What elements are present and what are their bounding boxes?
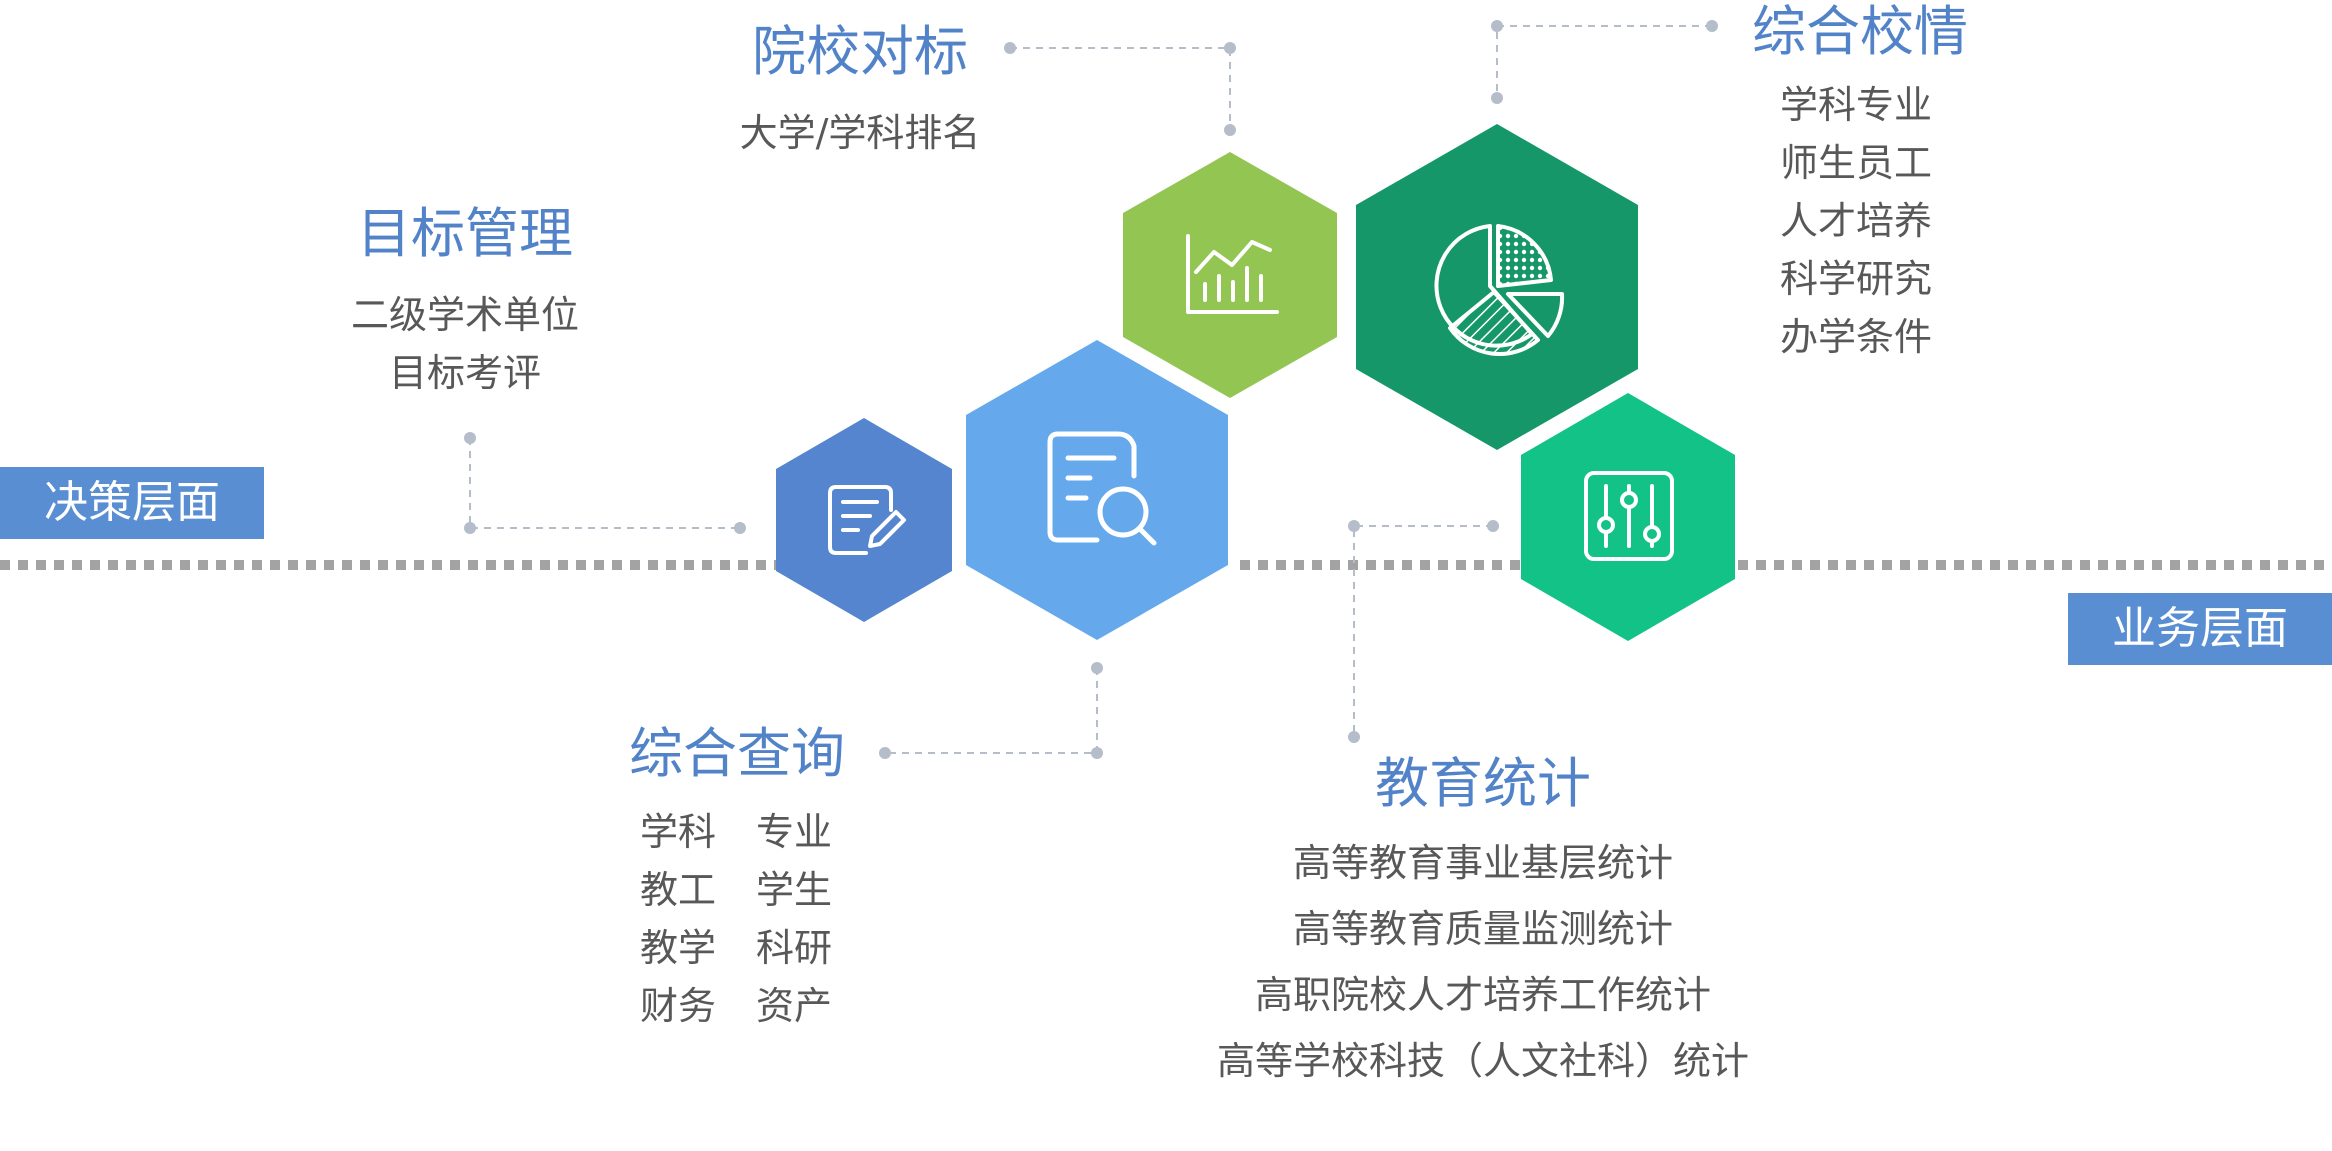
connector-target [469, 438, 740, 529]
sliders-icon [1584, 471, 1674, 561]
module-item-target: 二级学术单位 [350, 293, 579, 337]
query-item-grid: 学科 专业 教工 学生 教学 科研 财务 资产 [640, 803, 868, 1035]
module-item-overview: 学科专业 [1780, 83, 1933, 127]
connector-benchmark [1010, 47, 1231, 130]
module-title-benchmark: 院校对标 [752, 20, 968, 83]
connector-dots [464, 20, 1718, 759]
module-item-statistics: 高等学校科技（人文社科）统计 [1216, 1039, 1749, 1083]
module-title-query: 综合查询 [629, 722, 845, 785]
module-item-query: 专业 [756, 810, 833, 854]
module-item-query: 资产 [756, 984, 833, 1028]
module-item-statistics: 高职院校人才培养工作统计 [1254, 973, 1711, 1017]
hexagon-benchmark [1123, 152, 1337, 398]
layer-badge-business: 业务层面 [2068, 593, 2332, 665]
module-item-query: 科研 [756, 926, 833, 970]
module-item-query: 财务 [640, 984, 717, 1028]
module-item-benchmark: 大学/学科排名 [739, 111, 981, 155]
module-title-target: 目标管理 [357, 202, 573, 265]
module-title-statistics: 教育统计 [1375, 752, 1591, 815]
module-item-statistics: 高等教育事业基层统计 [1292, 841, 1673, 885]
line-chart-icon [1186, 234, 1279, 314]
module-item-target: 目标考评 [388, 351, 541, 395]
module-item-overview: 师生员工 [1780, 141, 1933, 185]
module-item-query: 教工 [640, 868, 717, 912]
connector-overview [1496, 25, 1712, 98]
module-item-overview: 办学条件 [1780, 315, 1933, 359]
hexagon-target [776, 418, 952, 622]
module-item-overview: 人才培养 [1780, 199, 1933, 243]
document-search-icon [1047, 431, 1157, 546]
edit-document-icon [828, 485, 906, 555]
module-item-query: 学科 [640, 810, 717, 854]
pie-chart-icon [1434, 224, 1565, 356]
layer-badge-decision: 决策层面 [0, 467, 264, 539]
module-title-overview: 综合校情 [1752, 0, 1968, 63]
connector-query [885, 668, 1098, 754]
module-item-statistics: 高等教育质量监测统计 [1292, 907, 1673, 951]
module-item-query: 教学 [640, 926, 717, 970]
hexagon-query [966, 340, 1228, 640]
connector-statistics [1353, 525, 1493, 737]
module-item-query: 学生 [756, 868, 833, 912]
module-item-overview: 科学研究 [1780, 257, 1933, 301]
